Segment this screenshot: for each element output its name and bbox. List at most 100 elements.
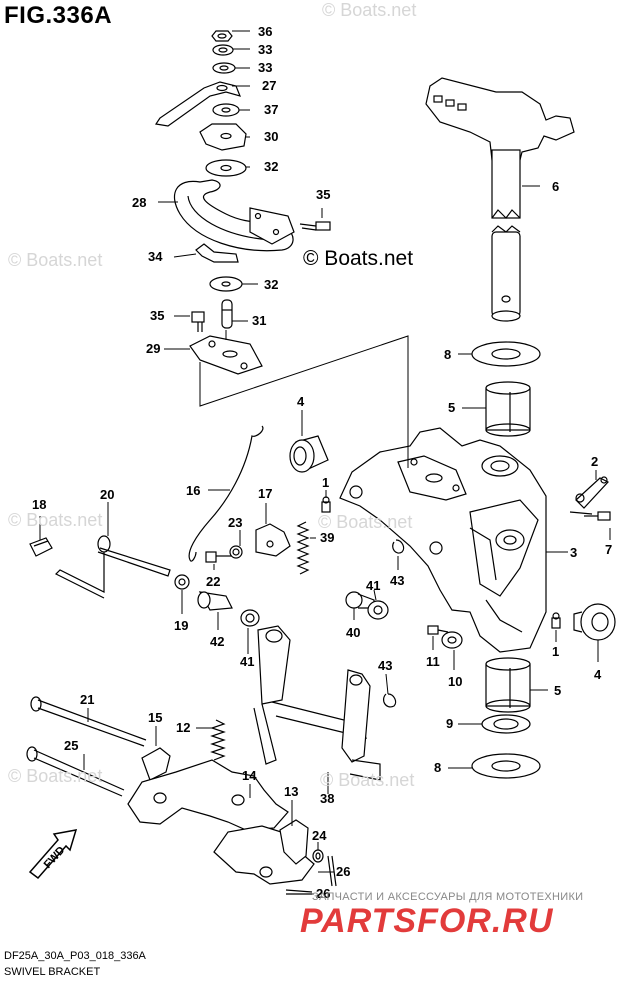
shop-tagline: ЗАПЧАСТИ И АКСЕССУАРЫ ДЛЯ МОТОТЕХНИКИ: [312, 891, 584, 903]
callout-8: 8: [434, 760, 441, 775]
coil-spring-part: [296, 521, 310, 575]
washer-part: [312, 849, 324, 863]
callout-36: 36: [258, 24, 272, 39]
callout-2: 2: [591, 454, 598, 469]
washer-part: [205, 159, 247, 177]
collar-part: [174, 574, 190, 590]
bushing-part: [573, 603, 616, 641]
bracket-part: [255, 523, 291, 557]
watermark: © Boats.net: [8, 510, 103, 530]
callout-15: 15: [148, 710, 162, 725]
tilt-rod-part: [54, 535, 171, 599]
callout-26: 26: [316, 886, 330, 901]
callout-3: 3: [570, 545, 577, 560]
callout-20: 20: [100, 487, 114, 502]
callout-8: 8: [444, 347, 451, 362]
callout-12: 12: [176, 720, 190, 735]
bracket-plate-part: [249, 207, 295, 245]
callout-33: 33: [258, 60, 272, 75]
callout-21: 21: [80, 692, 94, 707]
callout-38: 38: [320, 791, 334, 806]
callout-43: 43: [378, 658, 392, 673]
bolt-part: [299, 221, 331, 231]
callout-24: 24: [312, 828, 327, 843]
callout-34: 34: [148, 249, 163, 264]
long-bolt-part: [30, 696, 147, 747]
anode-link-part: [569, 476, 609, 515]
washer-part: [212, 62, 236, 74]
watermark: © Boats.net: [8, 250, 103, 270]
thrust-washer-part: [471, 753, 541, 779]
callout-11: 11: [426, 654, 440, 669]
callout-43: 43: [390, 573, 404, 588]
cotter-pin-part: [285, 889, 313, 895]
callout-41: 41: [240, 654, 254, 669]
bush-part: [441, 631, 463, 649]
callout-29: 29: [146, 341, 160, 356]
callout-30: 30: [264, 129, 278, 144]
cotter-pin-part: [327, 855, 337, 887]
callout-19: 19: [174, 618, 188, 633]
watermark: © Boats.net: [320, 770, 415, 790]
callout-7: 7: [605, 542, 612, 557]
callout-26: 26: [336, 864, 350, 879]
bush-part: [485, 657, 531, 713]
callout-32: 32: [264, 159, 278, 174]
washer-part: [212, 44, 234, 56]
callout-32: 32: [264, 277, 278, 292]
callout-28: 28: [132, 195, 146, 210]
clamp-bracket-part: [127, 759, 289, 831]
callout-22: 22: [206, 574, 220, 589]
bushing-part: [367, 600, 389, 620]
shop-logo: PARTSFOR.RU: [300, 902, 554, 940]
bolt-part: [205, 551, 232, 563]
washer-part: [209, 276, 243, 292]
figure-caption: SWIVEL BRACKET: [4, 966, 101, 978]
callout-4: 4: [297, 394, 305, 409]
bushing-part: [289, 435, 329, 473]
bush-part: [485, 381, 531, 437]
bolt-part: [427, 625, 449, 635]
callout-1: 1: [552, 644, 559, 659]
copyright-notice: © Boats.net: [303, 247, 414, 270]
bolt-part: [197, 591, 233, 611]
screw-part: [584, 511, 611, 521]
steering-shaft-part: [425, 77, 575, 322]
callout-35: 35: [150, 308, 164, 323]
cam-plate-part: [199, 123, 247, 151]
callout-5: 5: [448, 400, 455, 415]
collar-part: [229, 545, 243, 559]
callout-35: 35: [316, 187, 330, 202]
spring-plate-part: [195, 243, 239, 263]
watermark: © Boats.net: [322, 0, 417, 20]
tilt-lever-part: [253, 625, 381, 781]
watermark: © Boats.net: [8, 766, 103, 786]
callout-42: 42: [210, 634, 224, 649]
bolt-part: [191, 311, 205, 332]
thrust-washer-part: [471, 341, 541, 367]
fwd-arrow-icon: FWD: [28, 829, 78, 880]
pin-part: [221, 299, 233, 329]
spring-washer-part: [212, 103, 240, 117]
coil-spring-part: [210, 719, 226, 761]
stop-rubber-part: [29, 537, 53, 557]
clamp-bracket-part: [279, 819, 309, 865]
watermark: © Boats.net: [318, 512, 413, 532]
callout-27: 27: [262, 78, 276, 93]
callout-17: 17: [258, 486, 272, 501]
callout-6: 6: [552, 179, 559, 194]
swivel-bracket-main-part: [339, 427, 547, 653]
callout-40: 40: [346, 625, 360, 640]
figure-code: DF25A_30A_P03_018_336A: [4, 950, 146, 962]
callout-13: 13: [284, 784, 298, 799]
callout-31: 31: [252, 313, 266, 328]
callout-41: 41: [366, 578, 380, 593]
snap-ring-part: [382, 693, 397, 708]
snap-ring-part: [392, 539, 405, 554]
figure-title: FIG.336A: [4, 2, 113, 29]
grease-nipple-part: [321, 496, 331, 513]
callout-10: 10: [448, 674, 462, 689]
washer-part: [481, 714, 531, 734]
grease-nipple-part: [551, 612, 561, 629]
